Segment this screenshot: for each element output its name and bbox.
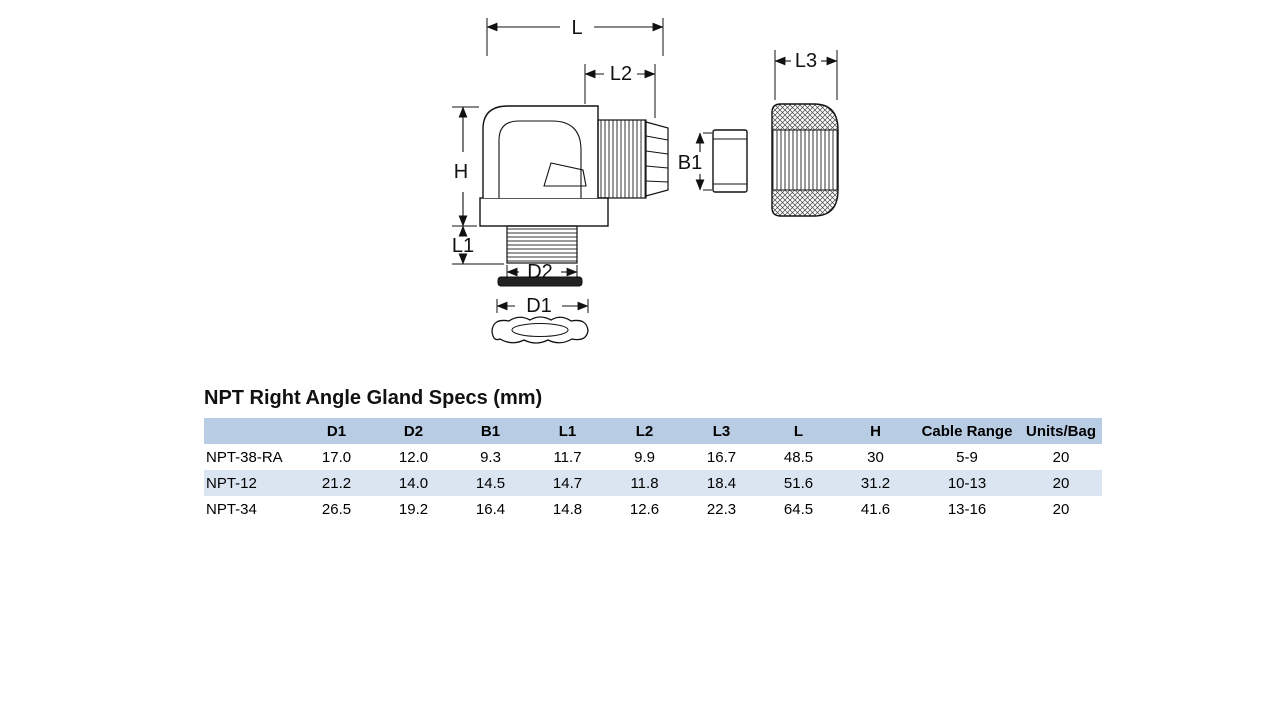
dimension-b1-extensions — [703, 132, 712, 191]
gland-base-plate — [479, 197, 609, 227]
table-header-row: D1 D2 B1 L1 L2 L3 L H Cable Range Units/… — [204, 418, 1102, 444]
column-header-l: L — [793, 422, 804, 440]
table-row: NPT-34 26.5 19.2 16.4 14.8 12.6 22.3 64.… — [204, 496, 1102, 522]
column-header-l1: L1 — [558, 422, 577, 440]
spec-cell: 19.2 — [398, 500, 429, 518]
gland-claw-slots — [645, 135, 669, 183]
column-header-d1: D1 — [326, 422, 347, 440]
column-header-units-bag: Units/Bag — [1025, 422, 1096, 440]
dimension-d2: D2 — [506, 261, 578, 283]
spec-cell: 16.7 — [706, 448, 737, 466]
dimension-l: L — [486, 17, 664, 56]
spec-cell: 17.0 — [321, 448, 352, 466]
specs-section: NPT Right Angle Gland Specs (mm) D1 D2 B… — [204, 386, 1102, 522]
spec-cell: 41.6 — [860, 500, 891, 518]
spec-cell: 14.7 — [552, 474, 583, 492]
spec-model-cell: NPT-34 — [206, 500, 257, 518]
spec-cell: 9.9 — [634, 448, 655, 466]
dimension-label-l2: L2 — [610, 63, 632, 85]
dimension-h: H — [452, 106, 479, 227]
spec-cell: 5-9 — [956, 448, 978, 466]
spec-cell: 48.5 — [783, 448, 814, 466]
spec-cell: 22.3 — [706, 500, 737, 518]
column-header-model — [204, 418, 298, 444]
spec-cell: 51.6 — [783, 474, 814, 492]
locknut-scalloped-outline — [491, 316, 589, 344]
gland-inner-detail — [543, 162, 587, 187]
locknut-bottom-view — [491, 316, 589, 344]
dimension-l1: L1 — [452, 225, 504, 265]
seal-insert-side-view — [712, 129, 748, 193]
spec-cell: 31.2 — [860, 474, 891, 492]
spec-cell: 13-16 — [947, 500, 987, 518]
spec-cell: 64.5 — [783, 500, 814, 518]
cap-nut-texture — [772, 104, 838, 216]
column-header-d2: D2 — [403, 422, 424, 440]
spec-cell: 20 — [1052, 448, 1070, 466]
spec-cell: 14.0 — [398, 474, 429, 492]
right-angle-gland-side-view — [479, 105, 669, 287]
seal-insert-body — [712, 129, 748, 193]
table-row: NPT-12 21.2 14.0 14.5 14.7 11.8 18.4 51.… — [204, 470, 1102, 496]
column-header-l2: L2 — [635, 422, 654, 440]
spec-cell: 30 — [867, 448, 884, 466]
gland-elbow-body — [482, 105, 599, 198]
gland-bottom-threads — [506, 225, 578, 264]
gland-horizontal-threads — [597, 119, 647, 199]
spec-cell: 11.7 — [553, 448, 582, 466]
spec-cell: 18.4 — [706, 474, 737, 492]
specs-table: D1 D2 B1 L1 L2 L3 L H Cable Range Units/… — [204, 418, 1102, 522]
spec-cell: 21.2 — [321, 474, 352, 492]
seal-insert-flange-lines — [713, 138, 747, 185]
spec-cell: 20 — [1052, 474, 1070, 492]
dimension-label-d1: D1 — [526, 295, 552, 317]
locknut-inner-ring — [511, 323, 569, 337]
column-header-cable-range: Cable Range — [921, 422, 1013, 440]
dimension-label-d2: D2 — [527, 261, 553, 283]
dimension-d1: D1 — [496, 295, 589, 317]
spec-cell: 12.6 — [629, 500, 660, 518]
dimension-label-l3: L3 — [795, 50, 817, 72]
spec-cell: 20 — [1052, 500, 1070, 518]
spec-cell: 12.0 — [398, 448, 429, 466]
dimension-label-h: H — [454, 161, 468, 183]
gland-sealing-washer — [497, 276, 583, 287]
spec-cell: 16.4 — [475, 500, 506, 518]
spec-cell: 14.5 — [475, 474, 506, 492]
gland-claw-tip — [645, 121, 669, 197]
column-header-h: H — [870, 422, 881, 440]
dimension-label-l: L — [571, 17, 582, 39]
column-header-b1: B1 — [480, 422, 501, 440]
table-row: NPT-38-RA 17.0 12.0 9.3 11.7 9.9 16.7 48… — [204, 444, 1102, 470]
spec-cell: 14.8 — [552, 500, 583, 518]
technical-drawing: L L2 L3 H L1 B1 D2 — [452, 17, 839, 344]
specs-title: NPT Right Angle Gland Specs (mm) — [204, 387, 543, 409]
dimension-label-l1: L1 — [452, 235, 474, 257]
spec-cell: 26.5 — [321, 500, 352, 518]
dimension-l2: L2 — [584, 63, 656, 118]
spec-model-cell: NPT-12 — [206, 474, 257, 492]
gland-inner-channel — [498, 120, 582, 198]
dimension-l3: L3 — [774, 50, 838, 100]
spec-model-cell: NPT-38-RA — [206, 448, 283, 466]
spec-cell: 9.3 — [480, 448, 501, 466]
dimension-label-b1: B1 — [678, 152, 702, 174]
cap-nut-band-lines — [772, 129, 838, 191]
dimension-b1: B1 — [678, 132, 712, 191]
spec-cell: 11.8 — [630, 474, 659, 492]
spec-cell: 10-13 — [947, 474, 987, 492]
cap-nut-side-view — [771, 103, 839, 217]
column-header-l3: L3 — [712, 422, 731, 440]
